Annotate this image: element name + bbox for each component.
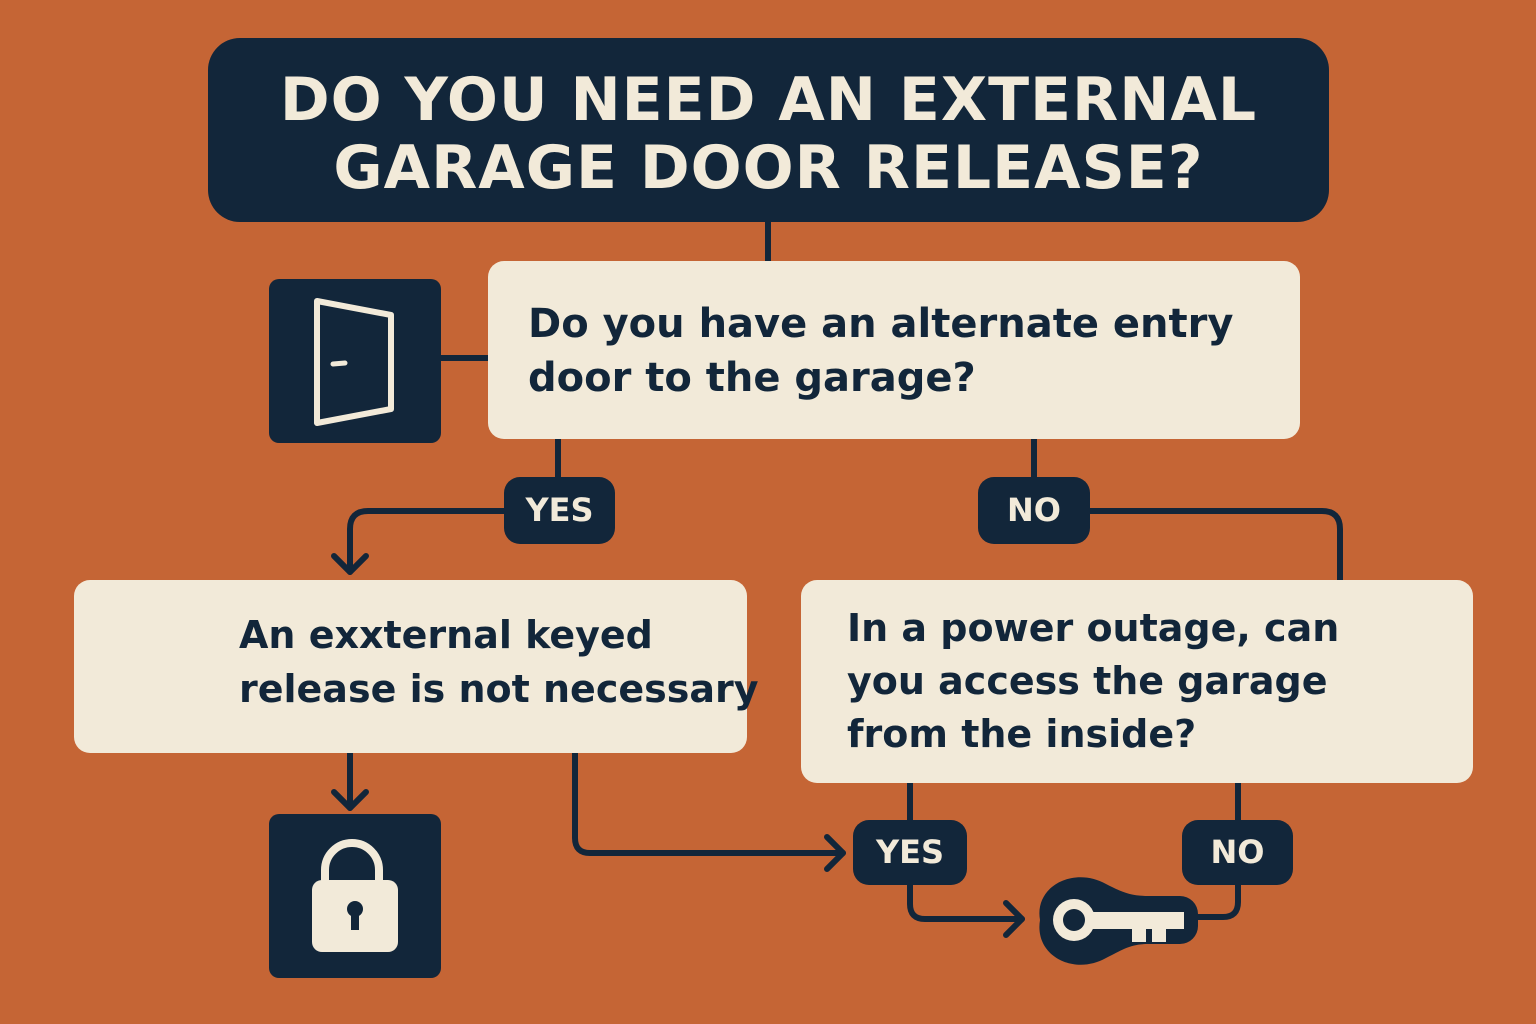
padlock-icon-box — [269, 814, 441, 978]
q1-yes-label: YES — [504, 477, 615, 544]
key-icon — [1039, 877, 1198, 965]
padlock-icon — [312, 839, 398, 952]
connector-result-to-q2-yes — [572, 750, 846, 856]
connector-no-to-key — [1195, 882, 1241, 920]
question2-line-3: from the inside? — [847, 712, 1197, 756]
q1-no-label: NO — [978, 477, 1090, 544]
question1-line-1: Do you have an alternate entry — [528, 301, 1234, 347]
question-alternate-entry: Do you have an alternate entry door to t… — [488, 261, 1300, 439]
connector-yes-to-result — [347, 508, 507, 575]
result-line-2: release is not necessary — [239, 667, 759, 711]
question-power-outage: In a power outage, can you access the ga… — [801, 580, 1473, 783]
title-line-1: DO YOU NEED AN EXTERNAL — [279, 65, 1258, 135]
arrowhead-result — [331, 553, 369, 575]
result-not-necessary: An exxternal keyed release is not necess… — [74, 580, 759, 753]
question2-line-2: you access the garage — [847, 659, 1328, 703]
q2-yes-label: YES — [853, 820, 967, 885]
q2-no-label: NO — [1182, 820, 1293, 885]
connector-yes-to-key — [907, 882, 1025, 922]
door-icon — [314, 298, 394, 426]
door-icon-box — [269, 279, 441, 443]
connector-no-to-question2 — [1087, 508, 1343, 583]
arrowhead-key — [1003, 900, 1025, 938]
question1-line-2: door to the garage? — [528, 355, 976, 401]
result-line-1: An exxternal keyed — [239, 613, 653, 657]
arrowhead-q2-yes — [824, 834, 846, 872]
arrowhead-padlock — [331, 789, 369, 811]
question2-line-1: In a power outage, can — [847, 606, 1340, 650]
title-banner: DO YOU NEED AN EXTERNAL GARAGE DOOR RELE… — [208, 38, 1329, 222]
title-line-2: GARAGE DOOR RELEASE? — [333, 133, 1204, 203]
